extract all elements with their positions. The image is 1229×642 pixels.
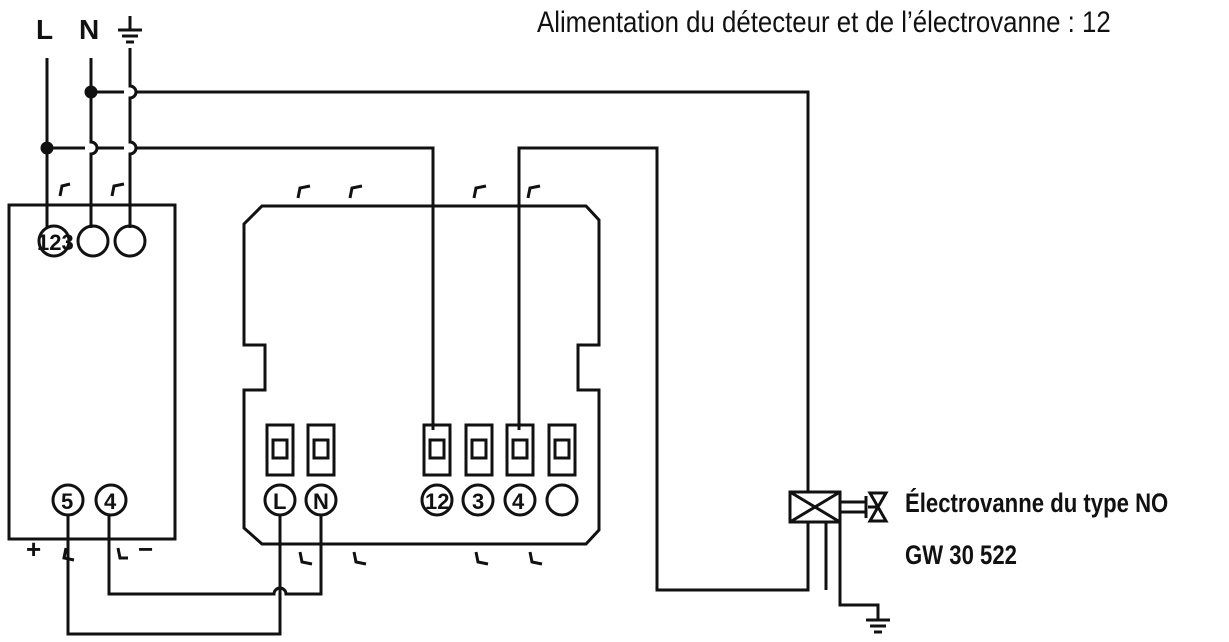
valve-earth-wire	[824, 522, 880, 620]
module-terminal-1	[420, 483, 454, 517]
detector-terminal-4-label: 4	[104, 489, 117, 514]
detector-plus-wire	[66, 515, 282, 636]
plus-label: +	[26, 534, 42, 564]
neutral-junction-dot	[84, 85, 98, 99]
module-clip	[348, 184, 363, 199]
module-clip	[296, 184, 311, 199]
solenoid-valve-icon	[788, 490, 889, 524]
module-clip	[474, 551, 489, 566]
valve-type-label: Électrovanne du type NO	[905, 488, 1169, 518]
module-clip	[352, 551, 367, 566]
module-clip	[298, 551, 313, 566]
module-terminal-12-label: 12	[425, 489, 449, 514]
module-slots	[265, 423, 577, 477]
module-terminal-3	[461, 483, 495, 517]
module-terminal-4-label: 4	[512, 489, 525, 514]
detector-clip	[116, 547, 128, 560]
detector-minus-wire	[107, 515, 323, 596]
neutral-rail-wire	[89, 58, 99, 228]
module-clip	[472, 184, 487, 199]
module-terminal-empty	[545, 483, 579, 517]
line-label: L	[36, 14, 54, 45]
neutral-label: N	[79, 14, 100, 45]
detector-terminal-3	[113, 224, 147, 258]
detector-clip	[58, 182, 71, 197]
valve-earth-icon	[866, 618, 890, 634]
module-terminal-N-label: N	[313, 489, 329, 514]
module-clip	[526, 184, 541, 199]
detector-clip	[62, 547, 75, 562]
earth-ground-icon	[118, 16, 142, 44]
detector-terminal-4	[94, 483, 128, 517]
detector-terminal-labels: 123	[37, 230, 74, 255]
module-terminal-4	[503, 483, 537, 517]
detector-terminal-5-label: 5	[61, 489, 73, 514]
module-terminal-L	[263, 483, 297, 517]
earth-rail-wire	[128, 48, 138, 228]
module-terminal-L-label: L	[273, 489, 286, 514]
module-clip	[528, 551, 543, 566]
detector-clip	[110, 182, 125, 197]
module-housing	[242, 204, 601, 546]
detector-box	[7, 203, 177, 541]
detector-terminal-1	[37, 224, 71, 258]
line-junction-dot	[40, 141, 54, 155]
supply-title: Alimentation du détecteur et de l’électr…	[537, 6, 1111, 39]
detector-terminal-2	[76, 224, 110, 258]
line-bus-wire	[47, 146, 435, 430]
minus-label: −	[138, 534, 154, 564]
switched-output-wire	[517, 146, 810, 592]
module-terminal-3-label: 3	[472, 489, 484, 514]
module-terminal-N	[304, 483, 338, 517]
valve-model-label: GW 30 522	[905, 540, 1017, 570]
